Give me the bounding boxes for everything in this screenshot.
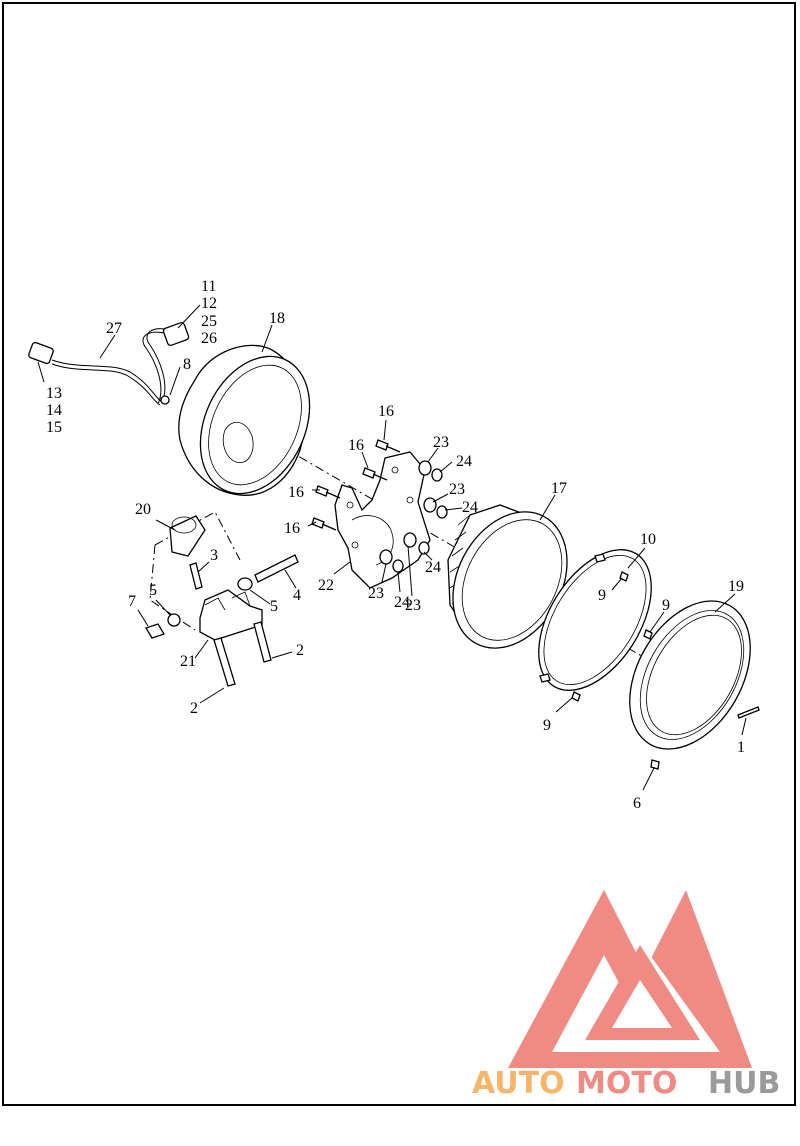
label-8: 8 bbox=[183, 356, 191, 373]
label-9a: 9 bbox=[598, 587, 606, 604]
label-15: 15 bbox=[46, 419, 62, 436]
trim-ring bbox=[629, 600, 751, 750]
label-24d: 24 bbox=[394, 594, 410, 611]
nut-7 bbox=[145, 623, 165, 639]
label-25: 25 bbox=[201, 313, 217, 330]
label-23a: 23 bbox=[433, 434, 449, 451]
bolt-4 bbox=[254, 554, 299, 583]
bolt-3 bbox=[189, 562, 203, 590]
label-20: 20 bbox=[135, 501, 151, 518]
label-16b: 16 bbox=[348, 437, 364, 454]
label-16d: 16 bbox=[284, 520, 300, 537]
logo-text-moto: MOTO bbox=[576, 1066, 677, 1101]
mounting-bracket bbox=[334, 451, 431, 589]
screw-1 bbox=[737, 706, 760, 719]
label-27: 27 bbox=[106, 320, 122, 337]
label-2b: 2 bbox=[190, 700, 198, 717]
label-26: 26 bbox=[201, 330, 217, 347]
label-16a: 16 bbox=[378, 403, 394, 420]
label-11: 11 bbox=[201, 278, 216, 295]
label-5b: 5 bbox=[270, 598, 278, 615]
label-9b: 9 bbox=[662, 597, 670, 614]
label-24c: 24 bbox=[425, 559, 441, 576]
label-23d: 23 bbox=[368, 585, 384, 602]
label-4: 4 bbox=[293, 587, 301, 604]
label-1: 1 bbox=[737, 739, 745, 756]
label-16c: 16 bbox=[288, 484, 304, 501]
mount-21 bbox=[199, 589, 263, 641]
wiring-harness bbox=[28, 321, 190, 406]
retaining-ring bbox=[538, 549, 652, 691]
label-23b: 23 bbox=[449, 481, 465, 498]
logo-text-hub: HUB bbox=[708, 1066, 780, 1101]
leader-lines bbox=[37, 304, 747, 791]
automotohub-logo bbox=[508, 890, 752, 1068]
washer-5b bbox=[167, 613, 181, 627]
led-headlamp-unit bbox=[447, 504, 568, 649]
label-19: 19 bbox=[728, 578, 744, 595]
label-23c: 23 bbox=[405, 597, 421, 614]
page-border bbox=[2, 2, 796, 1106]
label-24a: 24 bbox=[456, 453, 472, 470]
label-5a: 5 bbox=[149, 582, 157, 599]
logo-text-auto: AUTO bbox=[472, 1066, 565, 1101]
label-22: 22 bbox=[318, 577, 334, 594]
label-2a: 2 bbox=[296, 642, 304, 659]
label-10: 10 bbox=[640, 531, 656, 548]
headlamp-housing bbox=[178, 344, 311, 496]
label-12: 12 bbox=[201, 295, 217, 312]
bolt-2a bbox=[213, 637, 236, 687]
label-9c: 9 bbox=[543, 717, 551, 734]
label-3: 3 bbox=[210, 547, 218, 564]
label-17: 17 bbox=[551, 480, 567, 497]
label-24b: 24 bbox=[462, 499, 478, 516]
label-7: 7 bbox=[128, 593, 136, 610]
bolt-2b bbox=[253, 621, 272, 663]
label-6: 6 bbox=[633, 795, 641, 812]
washer-5a bbox=[237, 577, 253, 591]
label-14: 14 bbox=[46, 402, 62, 419]
label-18: 18 bbox=[269, 310, 285, 327]
label-21: 21 bbox=[180, 653, 196, 670]
nut-6 bbox=[650, 759, 660, 770]
label-13: 13 bbox=[46, 385, 62, 402]
clamp-20 bbox=[169, 515, 206, 557]
